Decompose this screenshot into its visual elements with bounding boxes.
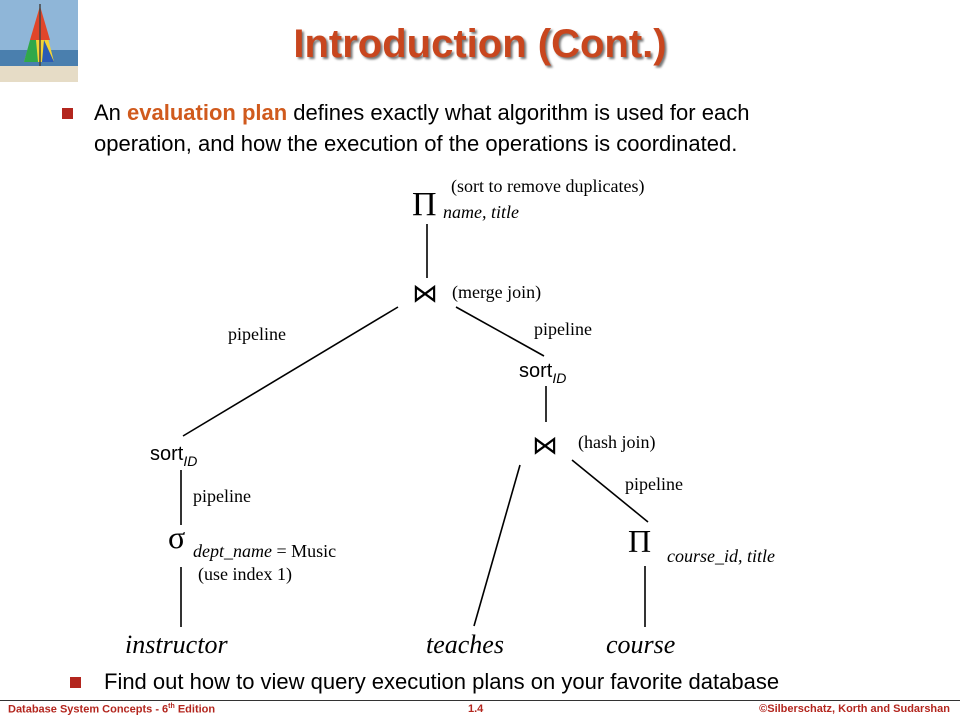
root-projection-subscript: name, title	[443, 202, 519, 222]
right-pipeline-label: pipeline	[534, 319, 592, 339]
left-pipeline-label: pipeline	[228, 324, 286, 344]
footer-page-number: 1.4	[468, 703, 484, 715]
root-projection-symbol: Π	[412, 186, 437, 223]
merge-join-symbol: ⋈	[412, 279, 438, 309]
relation-teaches: teaches	[426, 630, 504, 659]
evaluation-plan-diagram: Π name, title (sort to remove duplicates…	[125, 176, 775, 659]
bullet-marker	[70, 677, 81, 688]
root-projection-note: (sort to remove duplicates)	[451, 176, 644, 197]
course-projection-subscript: course_id, title	[667, 546, 775, 566]
sort-left-label: sortID	[150, 443, 197, 469]
footer-divider	[0, 700, 960, 701]
bullet-1-pre: An	[94, 100, 128, 125]
bullet-1-rest: defines exactly what algorithm is used f…	[287, 100, 750, 125]
bullet-text-2: Find out how to view query execution pla…	[104, 669, 780, 694]
footer-copyright: ©Silberschatz, Korth and Sudarshan	[759, 703, 950, 715]
sort-right-text: sort	[519, 360, 553, 382]
sort-left-text: sort	[150, 443, 184, 465]
footer-left: Database System Concepts - 6th Edition	[8, 703, 215, 716]
footer-book-title: Database System Concepts - 6	[8, 703, 169, 716]
bullet-1-line2: operation, and how the execution of the …	[94, 131, 738, 156]
selection-condition: = Music	[272, 541, 336, 561]
bullet-marker	[62, 108, 73, 119]
footer-edition-suffix: Edition	[174, 703, 216, 716]
hash-join-symbol: ⋈	[532, 431, 558, 461]
merge-join-note: (merge join)	[452, 282, 541, 303]
hash-pipeline-label: pipeline	[625, 474, 683, 494]
hash-join-note: (hash join)	[578, 432, 655, 453]
selection-condition-line: dept_name = Music	[193, 541, 336, 561]
bullet-text-1: An evaluation plan defines exactly what …	[94, 97, 924, 159]
left-lower-pipeline-label: pipeline	[193, 486, 251, 506]
sort-left-subscript: ID	[183, 453, 197, 469]
course-projection-symbol: Π	[628, 523, 651, 559]
sort-right-subscript: ID	[552, 370, 566, 386]
slide-title: Introduction (Cont.)	[293, 22, 667, 66]
sailboat-logo-image	[0, 0, 78, 82]
selection-symbol: σ	[168, 519, 185, 555]
sort-right-label: sortID	[519, 360, 566, 386]
selection-subscript: dept_name	[193, 541, 272, 561]
footer-edition-sup: th	[168, 703, 175, 710]
relation-instructor: instructor	[125, 630, 228, 659]
relation-course: course	[606, 630, 675, 659]
bullet-1-highlight: evaluation plan	[127, 100, 288, 125]
selection-note: (use index 1)	[198, 564, 292, 585]
